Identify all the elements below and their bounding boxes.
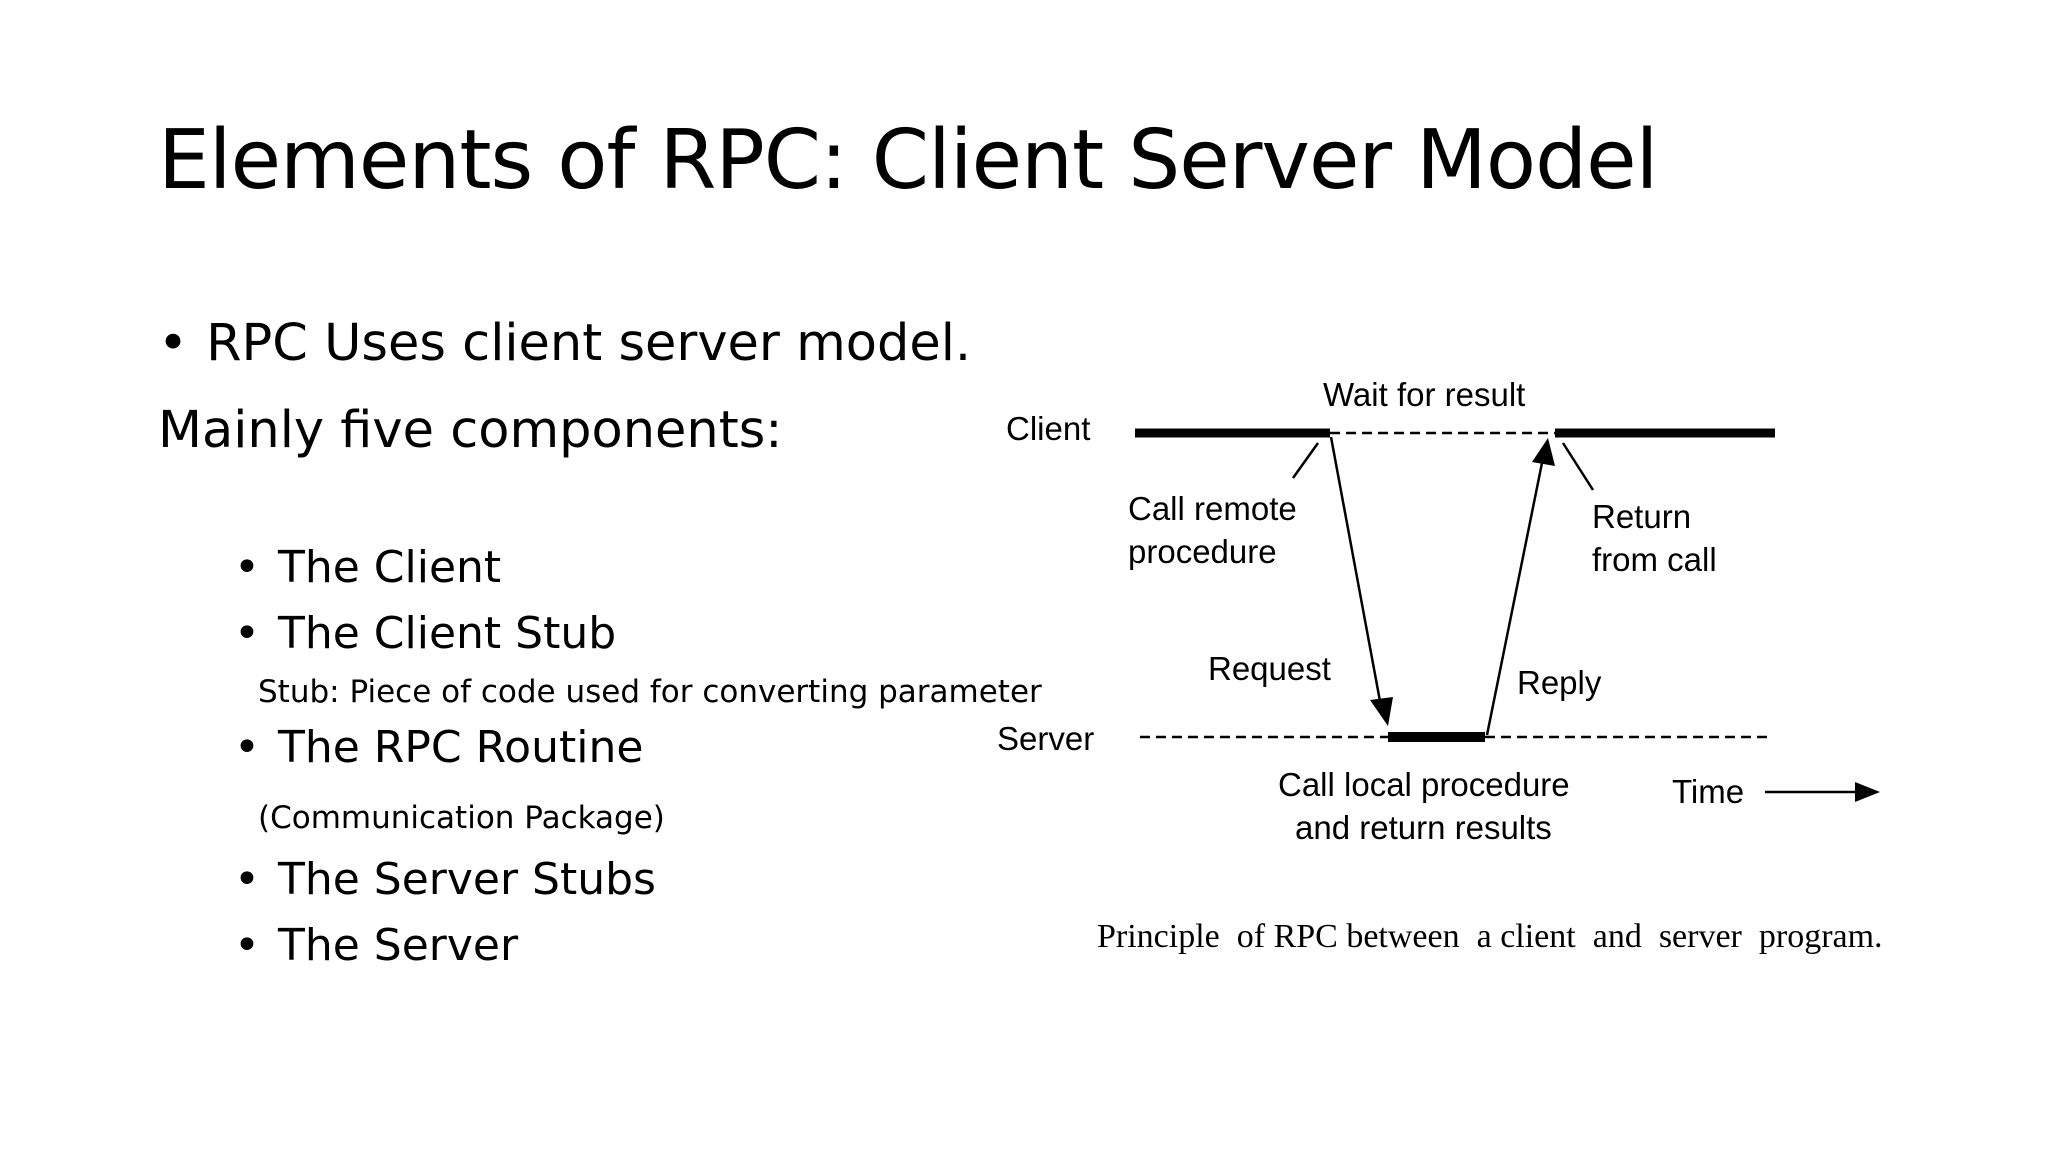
request-label: Request (1208, 650, 1331, 687)
reply-label: Reply (1517, 664, 1602, 701)
component-item: •The Client Stub (234, 612, 616, 656)
component-label: The Client (277, 542, 502, 593)
wait-label: Wait for result (1323, 376, 1525, 413)
component-label: The Client Stub (277, 608, 617, 659)
component-label: The RPC Routine (277, 722, 644, 773)
component-item: •The RPC Routine (234, 726, 643, 770)
server-label: Server (997, 720, 1094, 757)
component-label: The Server Stubs (277, 854, 656, 905)
component-item: •The Server Stubs (234, 858, 656, 902)
intro-bullet-text: RPC Uses client server model. (206, 314, 972, 373)
local-procedure-label-2: and return results (1295, 809, 1552, 846)
bullet-dot: • (158, 314, 189, 373)
bullet-dot: • (234, 542, 260, 593)
return-label-2: from call (1592, 541, 1717, 578)
stub-note: Stub: Piece of code used for converting … (258, 674, 1042, 710)
bullet-dot: • (234, 608, 260, 659)
bullet-dot: • (234, 722, 260, 773)
subheading: Mainly five components: (158, 401, 783, 460)
diagram-caption: Principle of RPC between a client and se… (1097, 918, 1883, 955)
bullet-dot: • (234, 920, 260, 971)
return-label-1: Return (1592, 498, 1691, 535)
return-leader (1561, 442, 1595, 491)
rpc-note: (Communication Package) (258, 800, 665, 836)
component-item: •The Client (234, 546, 501, 590)
bullet-dot: • (234, 854, 260, 905)
component-label: The Server (277, 920, 519, 971)
time-label: Time (1672, 773, 1744, 810)
intro-bullet: •RPC Uses client server model. (158, 318, 971, 369)
component-item: •The Server (234, 924, 518, 968)
reply-arrow (1485, 457, 1545, 736)
call-remote-label-2: procedure (1128, 533, 1277, 570)
reply-arrowhead (1532, 438, 1555, 466)
client-label: Client (1006, 410, 1090, 447)
slide-title: Elements of RPC: Client Server Model (158, 113, 1658, 208)
call-remote-leader (1291, 442, 1320, 479)
request-arrowhead (1370, 697, 1393, 726)
local-procedure-label-1: Call local procedure (1278, 766, 1570, 803)
request-arrow (1329, 436, 1384, 713)
time-arrowhead (1855, 782, 1880, 802)
call-remote-label-1: Call remote (1128, 490, 1297, 527)
